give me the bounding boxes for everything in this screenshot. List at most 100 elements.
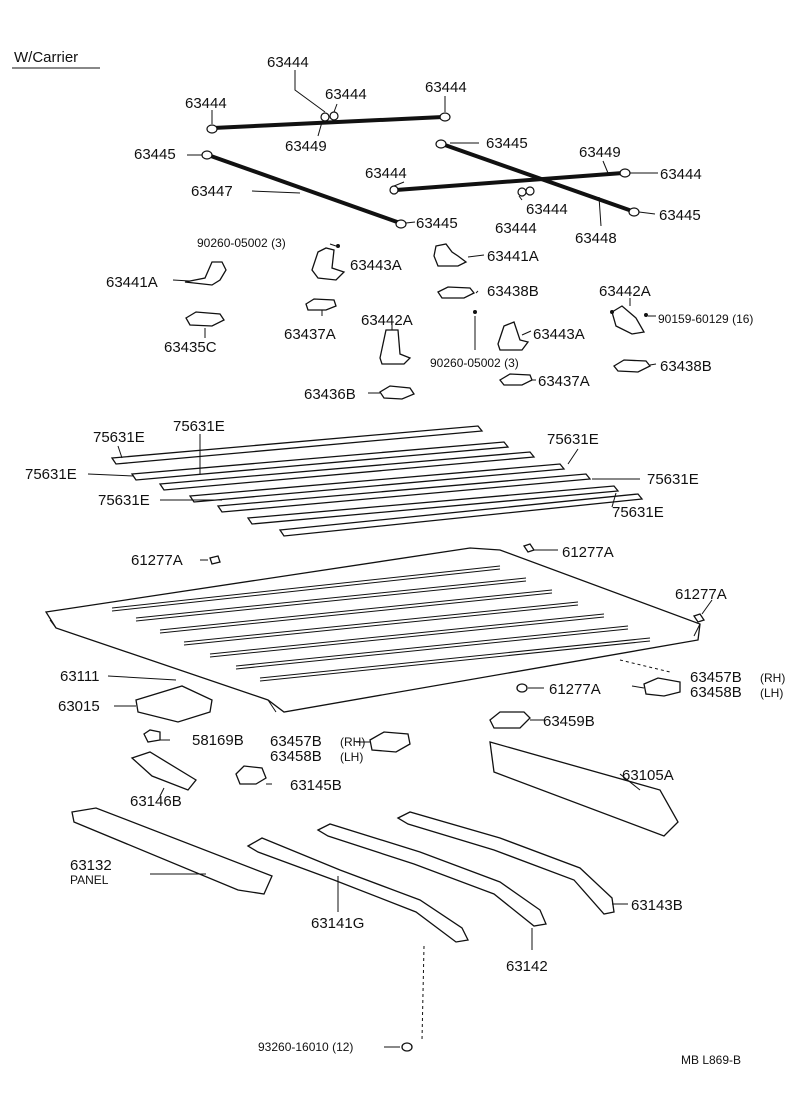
label-61277A: 61277A bbox=[562, 544, 614, 561]
label-63444: 63444 bbox=[526, 201, 568, 218]
label-63458B: 63458B bbox=[690, 684, 742, 701]
label-63438B: 63438B bbox=[660, 358, 712, 375]
label-63438B: 63438B bbox=[487, 283, 539, 300]
label-63459B: 63459B bbox=[543, 713, 595, 730]
label-63445: 63445 bbox=[659, 207, 701, 224]
label-63457B: 63457B bbox=[270, 733, 322, 750]
cap-63445 bbox=[395, 219, 407, 229]
cap-63444 bbox=[206, 124, 218, 134]
pad-63437A-left bbox=[305, 298, 337, 311]
label-63449: 63449 bbox=[285, 138, 327, 155]
cap-63444 bbox=[329, 111, 339, 121]
callouts: 63444 63444 63444 63444 63449 63445 6344… bbox=[25, 54, 785, 1067]
clip-61277A bbox=[692, 613, 706, 623]
label-63449: 63449 bbox=[579, 144, 621, 161]
clip-61277A bbox=[209, 555, 221, 565]
rail-strip bbox=[130, 441, 510, 481]
label-63141G: 63141G bbox=[311, 915, 364, 932]
clip-61277A bbox=[516, 683, 528, 693]
label-63445: 63445 bbox=[416, 215, 458, 232]
bracket-63441A-left bbox=[184, 261, 227, 286]
bolt-icon bbox=[336, 244, 340, 248]
label-63457B: 63457B bbox=[690, 669, 742, 686]
label-61277A: 61277A bbox=[549, 681, 601, 698]
label-63445: 63445 bbox=[134, 146, 176, 163]
cap-63445 bbox=[435, 139, 447, 149]
bow-63141G bbox=[246, 837, 469, 943]
cap-63444 bbox=[389, 185, 399, 195]
bolt-icon bbox=[644, 313, 648, 317]
bracket-63442A-center bbox=[379, 329, 412, 365]
pad-63438B-right bbox=[613, 359, 652, 373]
label-63111: 63111 bbox=[60, 668, 100, 685]
diagram-code: MB L869-B bbox=[681, 1053, 741, 1067]
label-63444: 63444 bbox=[267, 54, 309, 71]
label-63442A: 63442A bbox=[361, 312, 413, 329]
rail-strip bbox=[216, 473, 592, 513]
rod-63449-upper bbox=[212, 115, 444, 130]
label-63143B: 63143B bbox=[631, 897, 683, 914]
cap-63445 bbox=[628, 207, 640, 217]
cap-63444 bbox=[517, 187, 527, 197]
bolt-icon bbox=[473, 310, 477, 314]
bolt-icon bbox=[610, 310, 614, 314]
pad-63436B bbox=[379, 385, 415, 400]
cap-63444 bbox=[320, 112, 330, 122]
label-63443A: 63443A bbox=[533, 326, 585, 343]
label-75631E: 75631E bbox=[547, 431, 599, 448]
label-lh: (LH) bbox=[340, 750, 363, 764]
variant-title: W/Carrier bbox=[14, 49, 78, 66]
clip-58169B bbox=[143, 729, 161, 743]
brace-63146B bbox=[130, 751, 197, 791]
pad-63457B-left bbox=[369, 731, 411, 753]
pad-63437A-right bbox=[499, 373, 533, 386]
label-63443A: 63443A bbox=[350, 257, 402, 274]
roof-bows bbox=[246, 811, 628, 1052]
label-63444: 63444 bbox=[365, 165, 407, 182]
rail-strip bbox=[158, 451, 536, 491]
lower-parts bbox=[71, 677, 681, 895]
screw-93260 bbox=[401, 1042, 413, 1052]
label-63445: 63445 bbox=[486, 135, 528, 152]
cap-63444 bbox=[525, 186, 535, 196]
label-63444: 63444 bbox=[325, 86, 367, 103]
reinforcement-63105A bbox=[489, 741, 679, 837]
rod-63449-lower bbox=[395, 171, 624, 192]
panel-63132 bbox=[71, 807, 273, 895]
pad-63457B bbox=[643, 677, 681, 697]
label-rh: (RH) bbox=[340, 735, 365, 749]
roof-panel-63111 bbox=[44, 543, 713, 713]
label-75631E: 75631E bbox=[98, 492, 150, 509]
pad-63438B bbox=[437, 286, 476, 299]
roof-rails-75631E bbox=[87, 425, 644, 537]
label-90260-05002: 90260-05002 (3) bbox=[430, 356, 519, 370]
bracket-63442A-right bbox=[611, 305, 646, 335]
brace-63015 bbox=[135, 685, 213, 723]
label-63441A: 63441A bbox=[487, 248, 539, 265]
cap-63445 bbox=[201, 150, 213, 160]
label-63146B: 63146B bbox=[130, 793, 182, 810]
label-93260-16010: 93260-16010 (12) bbox=[258, 1040, 353, 1054]
label-90159-60129: 90159-60129 (16) bbox=[658, 312, 753, 326]
label-75631E: 75631E bbox=[93, 429, 145, 446]
label-61277A: 61277A bbox=[131, 552, 183, 569]
bracket-63443A bbox=[311, 247, 346, 281]
label-63015: 63015 bbox=[58, 698, 100, 715]
bracket-63145B bbox=[235, 765, 267, 785]
pad-63459B bbox=[489, 711, 531, 729]
label-75631E: 75631E bbox=[173, 418, 225, 435]
label-61277A: 61277A bbox=[675, 586, 727, 603]
roof-panel bbox=[44, 547, 701, 713]
label-rh: (RH) bbox=[760, 671, 785, 685]
label-63444: 63444 bbox=[425, 79, 467, 96]
label-63442A: 63442A bbox=[599, 283, 651, 300]
label-75631E: 75631E bbox=[647, 471, 699, 488]
cap-63444 bbox=[619, 168, 631, 178]
label-63142: 63142 bbox=[506, 958, 548, 975]
rod-63447 bbox=[207, 153, 401, 225]
rail-strip bbox=[246, 485, 620, 525]
label-63105A: 63105A bbox=[622, 767, 674, 784]
label-lh: (LH) bbox=[760, 686, 783, 700]
